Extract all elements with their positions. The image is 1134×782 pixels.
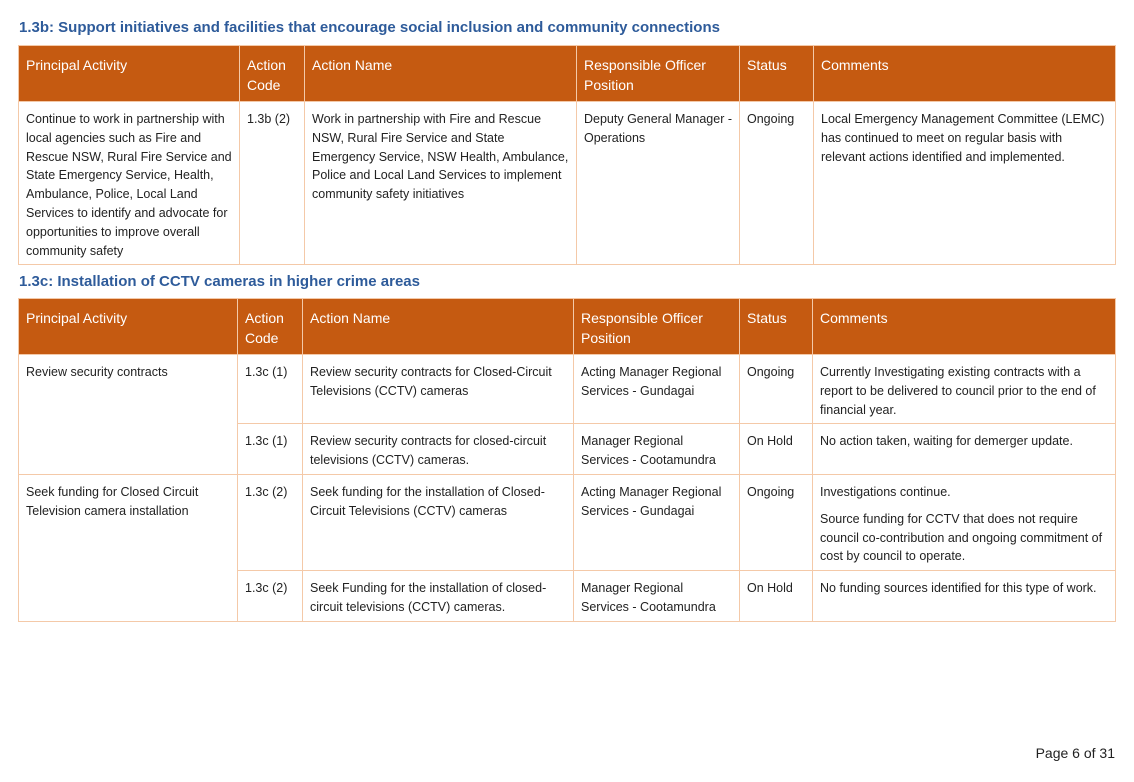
table-row: 1.3c (1) Review security contracts for c… <box>19 423 1116 475</box>
comments-cell: Local Emergency Management Committee (LE… <box>813 100 1116 266</box>
action-name-cell: Review security contracts for Closed-Cir… <box>302 353 574 425</box>
comment-text: Local Emergency Management Committee (LE… <box>821 112 1105 164</box>
comments-cell: Investigations continue. Source funding … <box>812 473 1116 572</box>
action-code-cell: 1.3c (1) <box>237 353 303 425</box>
header-action-name: Action Name <box>304 45 577 102</box>
header-action-code: Action Code <box>237 298 303 355</box>
header-action-code: Action Code <box>239 45 305 102</box>
comments-cell: No funding sources identified for this t… <box>812 570 1116 622</box>
action-name-cell: Seek funding for the installation of Clo… <box>302 473 574 572</box>
comments-cell: Currently Investigating existing contrac… <box>812 353 1116 425</box>
officer-cell: Acting Manager Regional Services - Gunda… <box>573 473 740 572</box>
table-header-row: Principal Activity Action Code Action Na… <box>18 298 1116 355</box>
action-code-cell: 1.3c (1) <box>237 423 303 475</box>
status-cell: On Hold <box>739 570 813 622</box>
header-principal-activity: Principal Activity <box>18 45 240 102</box>
header-action-name: Action Name <box>302 298 574 355</box>
table-header-row: Principal Activity Action Code Action Na… <box>18 45 1116 102</box>
table-row: 1.3c (2) Seek Funding for the installati… <box>19 570 1116 622</box>
action-table-1-3b: Principal Activity Action Code Action Na… <box>18 45 1116 266</box>
action-code-cell: 1.3b (2) <box>239 100 305 266</box>
comment-text: Source funding for CCTV that does not re… <box>820 511 1103 564</box>
officer-cell: Deputy General Manager - Operations <box>576 100 740 266</box>
comments-cell: No action taken, waiting for demerger up… <box>812 423 1116 475</box>
comment-text: No action taken, waiting for demerger up… <box>820 434 1073 449</box>
header-responsible-officer: Responsible Officer Position <box>576 45 740 102</box>
section-title-1-3b: 1.3b: Support initiatives and facilities… <box>19 19 720 36</box>
table-row: Continue to work in partnership with loc… <box>18 100 1116 266</box>
table-row: Seek funding for Closed Circuit Televisi… <box>18 473 1116 622</box>
comment-text: Investigations continue. <box>820 484 951 499</box>
status-cell: Ongoing <box>739 100 814 266</box>
action-name-cell: Seek Funding for the installation of clo… <box>302 570 574 622</box>
officer-cell: Manager Regional Services - Cootamundra <box>573 423 740 475</box>
principal-activity-cell: Review security contracts <box>18 354 238 475</box>
header-comments: Comments <box>812 298 1116 355</box>
comment-text: No funding sources identified for this t… <box>820 581 1097 596</box>
status-cell: Ongoing <box>739 473 813 572</box>
action-code-cell: 1.3c (2) <box>237 473 303 572</box>
comment-text: Currently Investigating existing contrac… <box>820 365 1096 417</box>
action-code-cell: 1.3c (2) <box>237 570 303 622</box>
header-status: Status <box>739 298 813 355</box>
section-title-1-3c: 1.3c: Installation of CCTV cameras in hi… <box>19 273 420 290</box>
action-name-cell: Work in partnership with Fire and Rescue… <box>304 100 577 266</box>
status-cell: Ongoing <box>739 353 813 425</box>
officer-cell: Manager Regional Services - Cootamundra <box>573 570 740 622</box>
officer-cell: Acting Manager Regional Services - Gunda… <box>573 353 740 425</box>
principal-activity-cell: Seek funding for Closed Circuit Televisi… <box>18 473 238 622</box>
page-number: Page 6 of 31 <box>1035 745 1115 761</box>
table-row: Review security contracts 1.3c (1) Revie… <box>18 353 1116 475</box>
header-status: Status <box>739 45 814 102</box>
action-table-1-3c: Principal Activity Action Code Action Na… <box>18 298 1116 622</box>
status-cell: On Hold <box>739 423 813 475</box>
header-principal-activity: Principal Activity <box>18 298 238 355</box>
principal-activity-cell: Continue to work in partnership with loc… <box>18 100 240 266</box>
header-comments: Comments <box>813 45 1116 102</box>
header-responsible-officer: Responsible Officer Position <box>573 298 740 355</box>
action-name-cell: Review security contracts for closed-cir… <box>302 423 574 475</box>
